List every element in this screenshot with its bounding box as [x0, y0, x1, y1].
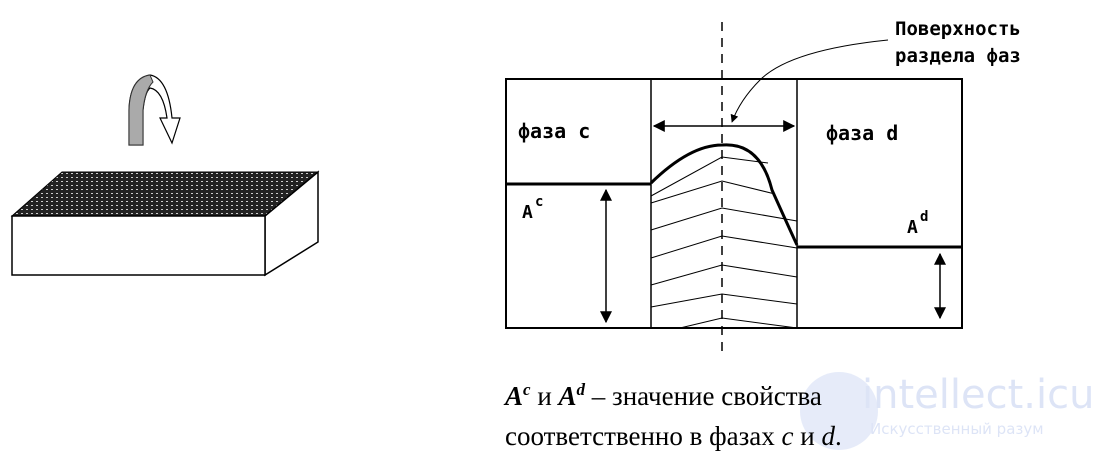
phase-d-label: фаза d	[826, 121, 898, 145]
phase-c-label: фаза c	[518, 119, 590, 143]
caption-line2-text: соответственно в фазах	[505, 421, 782, 451]
caption-c: c	[781, 421, 794, 451]
caption-d-sup: d	[576, 380, 586, 399]
interface-chevrons	[650, 156, 798, 329]
caption-d: d	[821, 421, 835, 451]
material-slab	[10, 170, 320, 277]
interface-label-line2: раздела фаз	[895, 45, 1021, 67]
caption-and2: и	[793, 421, 822, 451]
property-profile-curve	[649, 143, 799, 246]
property-d-sup: d	[920, 209, 928, 225]
phase-diagram	[505, 22, 963, 358]
caption-a2: A	[558, 381, 577, 411]
caption-c-sup: c	[523, 380, 531, 399]
caption-rest: – значение свойства	[585, 381, 822, 411]
caption-and: и	[530, 381, 559, 411]
property-d-label: A	[907, 217, 918, 238]
caption: Ac и Ad – значение свойства соответствен…	[505, 370, 842, 456]
caption-a: A	[505, 381, 524, 411]
rotation-arrow-icon	[128, 74, 181, 146]
caption-period: .	[834, 421, 842, 451]
interface-label-line1: Поверхность	[895, 18, 1021, 40]
callout-arrow	[730, 39, 889, 123]
property-c-sup: c	[535, 194, 543, 210]
caption-line1: Ac и Ad – значение свойства	[505, 370, 842, 416]
property-c-label: A	[522, 202, 533, 223]
caption-line2: соответственно в фазах c и d.	[505, 416, 842, 456]
